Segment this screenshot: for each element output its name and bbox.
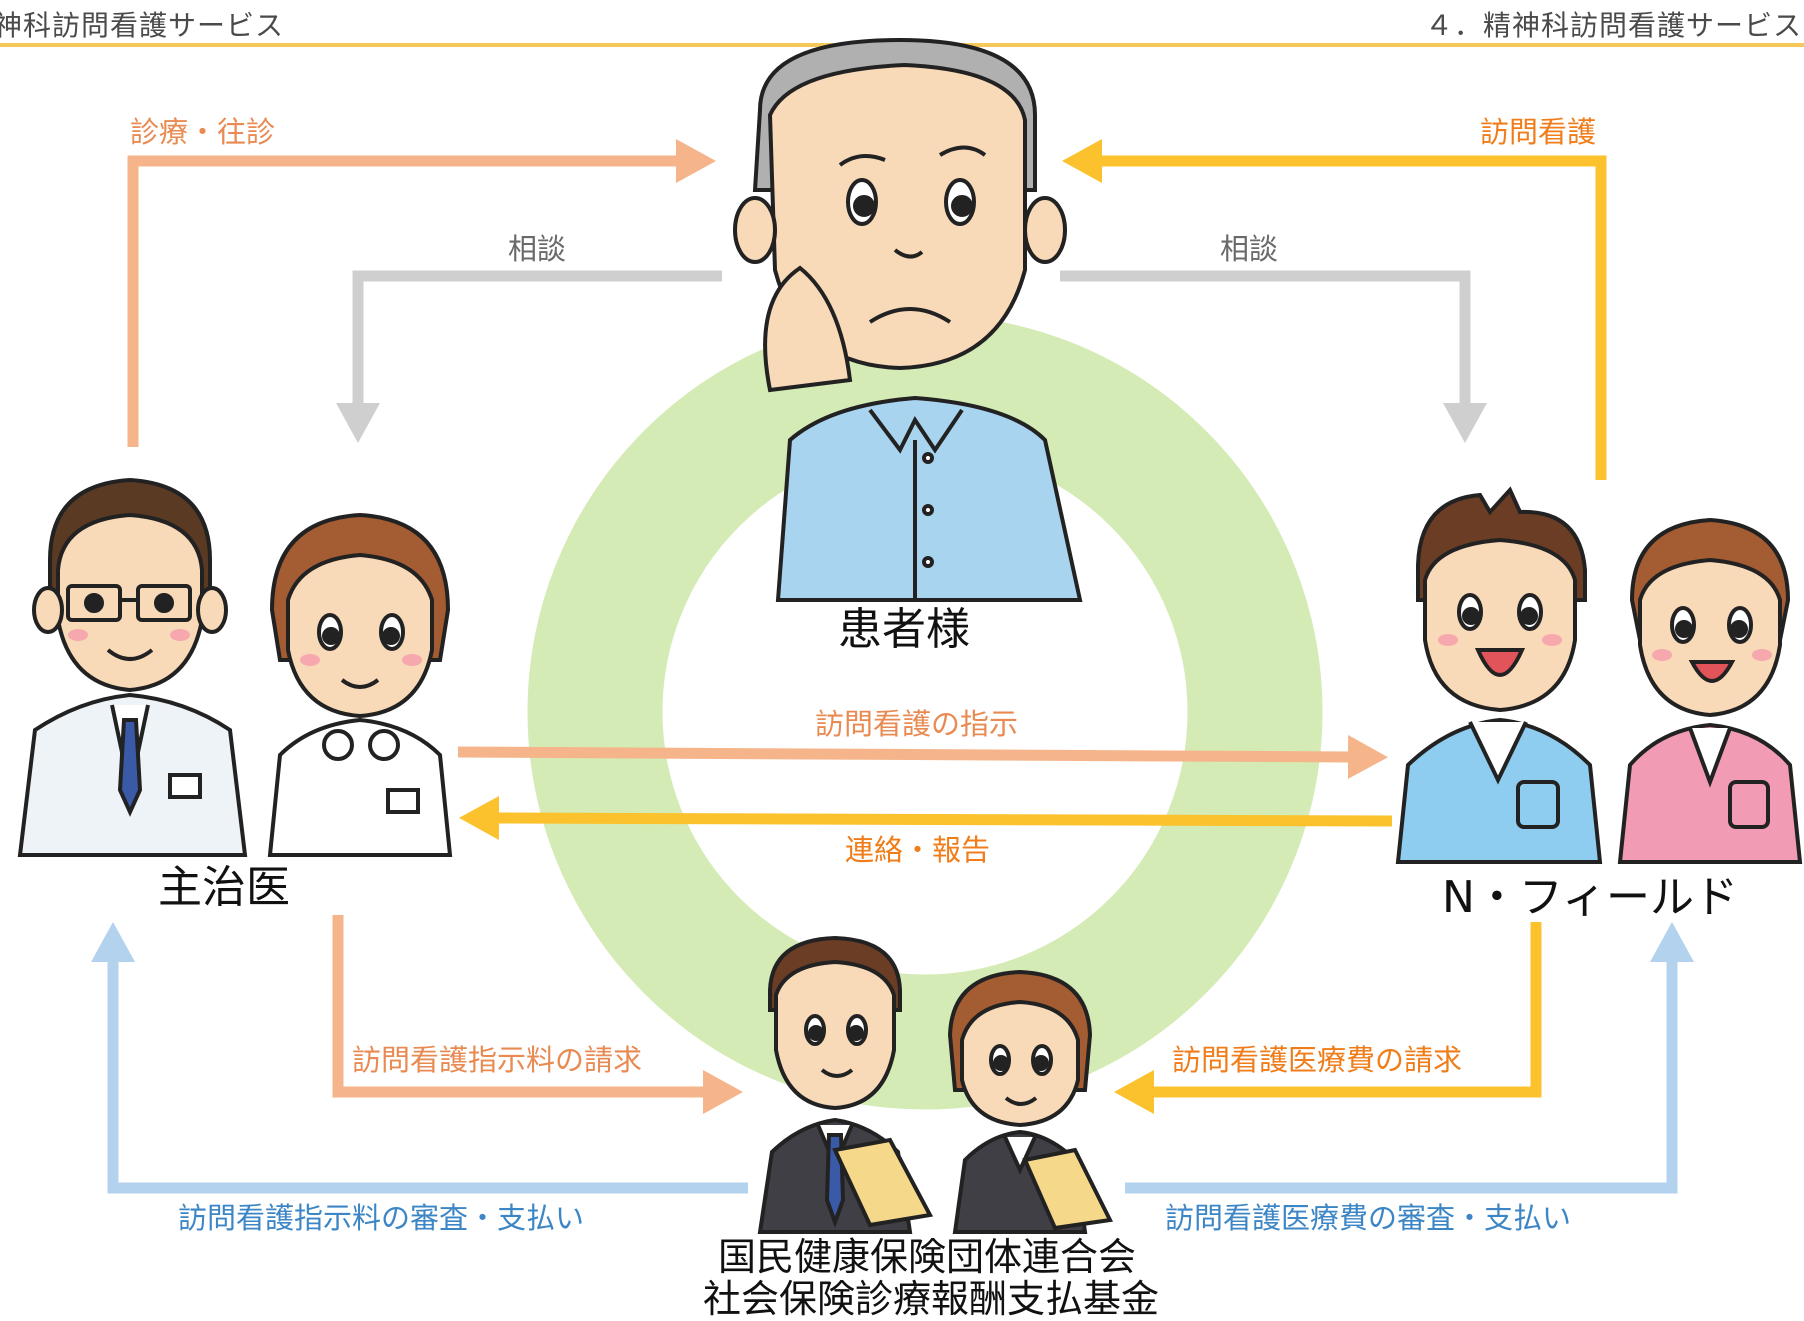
label-medical-fee-claim: 訪問看護医療費の請求 — [1172, 1043, 1463, 1077]
node-provider: N・フィールド — [1442, 872, 1739, 923]
node-insurer-line1: 国民健康保険団体連合会 — [718, 1235, 1137, 1279]
header-right-title: ４．精神科訪問看護サービス — [1424, 9, 1802, 42]
staff-male-illustration — [1395, 486, 1603, 864]
arrow-consult-left — [336, 270, 722, 443]
arrow-exam-visit — [127, 139, 716, 447]
label-consult-left: 相談 — [508, 232, 567, 266]
label-medical-fee-review: 訪問看護医療費の審査・支払い — [1165, 1201, 1572, 1235]
label-order-fee-claim: 訪問看護指示料の請求 — [352, 1043, 643, 1077]
label-order-fee-review: 訪問看護指示料の審査・支払い — [178, 1201, 585, 1235]
arrow-consult-right — [1060, 270, 1487, 443]
arrow-medical-fee-review — [1125, 922, 1694, 1194]
node-doctor: 主治医 — [158, 862, 290, 913]
arrow-medical-fee-claim — [1114, 922, 1542, 1114]
arrow-contact-report — [459, 796, 1393, 841]
node-insurer-line2: 社会保険診療報酬支払基金 — [703, 1277, 1160, 1321]
nurse-illustration — [267, 512, 453, 857]
arrow-nursing-order — [457, 734, 1388, 779]
patient-illustration — [733, 37, 1083, 602]
node-patient: 患者様 — [838, 604, 970, 655]
doctor-illustration — [17, 477, 248, 857]
label-consult-right: 相談 — [1220, 232, 1279, 266]
label-visit-nursing: 訪問看護 — [1480, 115, 1597, 149]
insurer-male-illustration — [757, 935, 934, 1234]
cycle-ring — [527, 314, 1323, 1110]
label-exam-visit: 診療・往診 — [130, 115, 276, 149]
staff-female-illustration — [1617, 517, 1803, 864]
header-left-title: 神科訪問看護サービス — [0, 9, 285, 42]
arrow-order-fee-claim — [332, 915, 743, 1114]
arrow-visit-nursing — [1062, 139, 1607, 480]
label-contact-report: 連絡・報告 — [845, 833, 991, 867]
label-nursing-order: 訪問看護の指示 — [815, 707, 1019, 741]
insurer-female-illustration — [947, 969, 1114, 1234]
arrow-order-fee-review — [91, 922, 748, 1194]
